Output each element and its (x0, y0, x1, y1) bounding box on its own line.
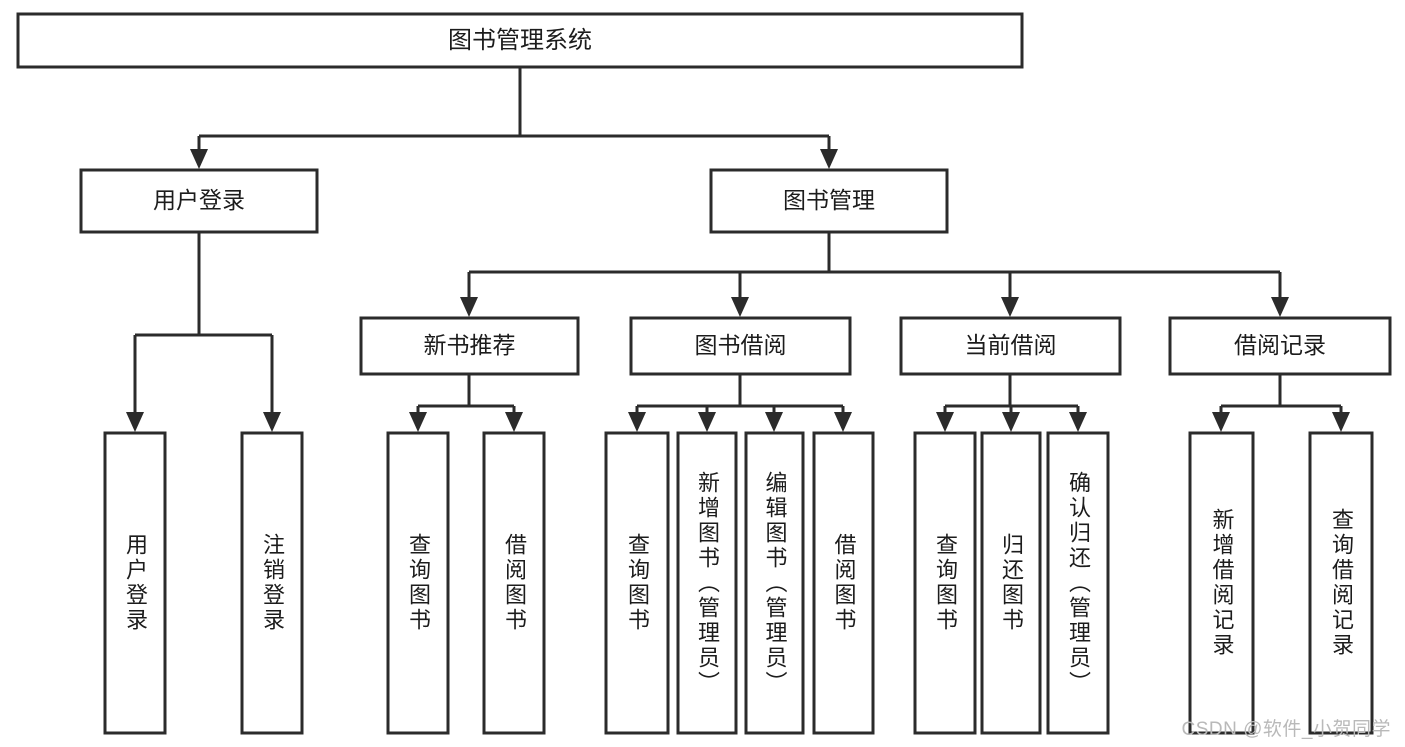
node-box-l2-user-login[interactable] (79, 168, 319, 234)
connector-group-bus-current-borrow (936, 374, 1087, 432)
arrow-down-icon-bus-current-borrow-0 (936, 412, 954, 432)
node-box-l3-borrow-record[interactable] (1168, 316, 1392, 376)
arrow-down-icon-bus-book-manage-3 (1271, 297, 1289, 317)
connector-group-bus-borrow-record (1212, 374, 1350, 432)
node-label-root: 图书管理系统 (448, 27, 592, 54)
node-box-l3-book-borrow[interactable] (629, 316, 852, 376)
node-box-l3-new-book-rec[interactable] (359, 316, 580, 376)
arrow-down-icon-bus-book-manage-1 (731, 297, 749, 317)
arrow-down-icon-bus-current-borrow-2 (1069, 412, 1087, 432)
connector-group-bus-root (190, 67, 838, 169)
node-box-leaf-query-book-3[interactable] (913, 431, 977, 735)
arrow-down-icon-bus-book-manage-2 (1001, 297, 1019, 317)
node-box-l2-book-manage[interactable] (709, 168, 949, 234)
arrow-down-icon-bus-book-borrow-0 (628, 412, 646, 432)
node-label-l3-book-borrow: 图书借阅 (695, 332, 787, 358)
node-box-leaf-add-record[interactable] (1188, 431, 1255, 735)
arrow-down-icon-bus-new-book-rec-0 (409, 412, 427, 432)
node-label-l2-user-login: 用户登录 (153, 187, 245, 213)
arrow-down-icon-bus-book-borrow-2 (765, 412, 783, 432)
arrow-down-icon-bus-book-borrow-1 (698, 412, 716, 432)
connector-layer (126, 67, 1350, 432)
node-box-leaf-edit-book[interactable] (744, 431, 805, 735)
arrow-down-icon-bus-book-manage-0 (460, 297, 478, 317)
connector-group-bus-user-login (126, 232, 281, 432)
node-box-layer (16, 12, 1392, 735)
node-box-root[interactable] (16, 12, 1024, 69)
node-box-leaf-query-record[interactable] (1308, 431, 1374, 735)
node-box-leaf-add-book[interactable] (676, 431, 738, 735)
arrow-down-icon-bus-user-login-1 (263, 412, 281, 432)
connector-group-bus-book-manage (460, 232, 1289, 317)
node-label-l2-book-manage: 图书管理 (783, 187, 875, 213)
arrow-down-icon-bus-root-1 (820, 149, 838, 169)
arrow-down-icon-bus-current-borrow-1 (1002, 412, 1020, 432)
node-box-leaf-user-login[interactable] (103, 431, 167, 735)
arrow-down-icon-bus-new-book-rec-1 (505, 412, 523, 432)
node-box-leaf-borrow-book-1[interactable] (482, 431, 546, 735)
arrow-down-icon-bus-borrow-record-1 (1332, 412, 1350, 432)
node-box-leaf-query-book-1[interactable] (386, 431, 450, 735)
node-box-l3-current-borrow[interactable] (899, 316, 1122, 376)
node-box-leaf-return-book[interactable] (980, 431, 1042, 735)
arrow-down-icon-bus-book-borrow-3 (834, 412, 852, 432)
node-label-l3-new-book-rec: 新书推荐 (424, 332, 516, 358)
connector-group-bus-book-borrow (628, 374, 852, 432)
node-label-l3-current-borrow: 当前借阅 (965, 332, 1057, 358)
csdn-watermark: CSDN @软件_小贺同学 (1181, 719, 1391, 740)
arrow-down-icon-bus-borrow-record-0 (1212, 412, 1230, 432)
node-box-leaf-query-book-2[interactable] (604, 431, 670, 735)
connector-group-bus-new-book-rec (409, 374, 523, 432)
arrow-down-icon-bus-root-0 (190, 149, 208, 169)
node-box-leaf-borrow-book-2[interactable] (812, 431, 875, 735)
node-box-leaf-confirm-return[interactable] (1046, 431, 1110, 735)
node-label-l3-borrow-record: 借阅记录 (1234, 332, 1326, 358)
arrow-down-icon-bus-user-login-0 (126, 412, 144, 432)
node-box-leaf-logout[interactable] (240, 431, 304, 735)
